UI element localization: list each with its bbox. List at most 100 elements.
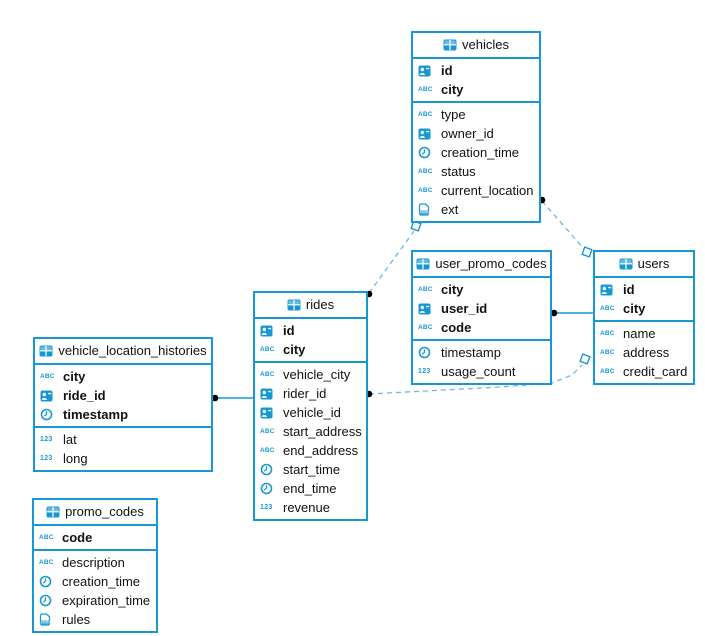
column-row[interactable]: ABC vehicle_city <box>260 367 351 382</box>
person-icon <box>260 407 279 419</box>
abc-icon: ABC <box>40 373 55 380</box>
columns-section: ABC type owner_id creation_time ABC stat… <box>413 103 539 221</box>
table-title: vehicle_location_histories <box>58 343 207 358</box>
table-user_promo_codes[interactable]: user_promo_codes ABC city user_id ABC co… <box>411 250 552 385</box>
column-row[interactable]: ABC city <box>418 282 464 297</box>
column-row[interactable]: ABC description <box>39 555 125 570</box>
column-row[interactable]: ABC type <box>418 107 466 122</box>
column-row[interactable]: owner_id <box>413 124 539 143</box>
column-row[interactable]: id <box>595 280 693 299</box>
clock-icon <box>418 346 437 359</box>
column-row[interactable]: vehicle_id <box>255 403 366 422</box>
column-row[interactable]: ABC city <box>418 82 464 97</box>
column-row[interactable]: creation_time <box>413 143 539 162</box>
column-row[interactable]: start_time <box>255 460 366 479</box>
relation-rides-vehicles[interactable] <box>368 230 415 294</box>
table-header[interactable]: users <box>595 252 693 278</box>
clock-icon <box>260 463 279 476</box>
relation-square-marker <box>579 353 591 365</box>
table-title: vehicles <box>462 37 509 52</box>
columns-section: ABC name ABC address ABC credit_card <box>595 322 693 383</box>
clock-icon <box>260 482 279 495</box>
abc-icon: ABC <box>260 428 275 435</box>
person-icon <box>600 284 619 296</box>
key-columns-section: id ABC city <box>595 278 693 322</box>
table-vehicle_location_histories[interactable]: vehicle_location_histories ABC city ride… <box>33 337 213 472</box>
column-row[interactable]: 123 usage_count <box>418 364 516 379</box>
columns-section: 123 lat 123 long <box>35 428 211 470</box>
table-header[interactable]: promo_codes <box>34 500 156 526</box>
abc-icon: ABC <box>418 111 433 118</box>
table-header[interactable]: vehicles <box>413 33 539 59</box>
column-row[interactable]: ride_id <box>35 386 211 405</box>
relation-square-marker <box>581 246 593 258</box>
abc-icon: ABC <box>418 86 433 93</box>
table-header[interactable]: rides <box>255 293 366 319</box>
table-title: promo_codes <box>65 504 144 519</box>
column-row[interactable]: ABC name <box>600 326 656 341</box>
abc-icon: ABC <box>418 286 433 293</box>
column-row[interactable]: JSON ext <box>418 202 459 217</box>
number-icon: 123 <box>40 436 53 443</box>
table-icon <box>619 258 634 270</box>
columns-section: ABC vehicle_city rider_id vehicle_id ABC… <box>255 363 366 519</box>
key-columns-section: ABC code <box>34 526 156 551</box>
clock-icon <box>418 146 437 159</box>
column-row[interactable]: id <box>413 61 539 80</box>
svg-text:JSON: JSON <box>40 621 50 625</box>
columns-section: timestamp 123 usage_count <box>413 341 550 383</box>
abc-icon: ABC <box>600 349 615 356</box>
clock-icon <box>40 408 59 421</box>
column-row[interactable]: ABC credit_card <box>600 364 688 379</box>
abc-icon: ABC <box>600 330 615 337</box>
relation-vehicles-users[interactable] <box>541 200 585 250</box>
column-row[interactable]: creation_time <box>34 572 156 591</box>
column-row[interactable]: end_time <box>255 479 366 498</box>
column-row[interactable]: ABC address <box>600 345 670 360</box>
abc-icon: ABC <box>39 559 54 566</box>
column-row[interactable]: 123 revenue <box>260 500 330 515</box>
column-row[interactable]: ABC city <box>40 369 86 384</box>
columns-section: ABC description creation_time expiration… <box>34 551 156 631</box>
column-row[interactable]: ABC end_address <box>260 443 359 458</box>
key-columns-section: ABC city user_id ABC code <box>413 278 550 341</box>
relation-rides-users[interactable] <box>368 364 583 395</box>
column-row[interactable]: ABC city <box>600 301 646 316</box>
table-icon <box>287 299 302 311</box>
table-icon <box>39 345 54 357</box>
number-icon: 123 <box>40 455 53 462</box>
column-row[interactable]: ABC city <box>260 342 306 357</box>
column-row[interactable]: ABC start_address <box>260 424 362 439</box>
table-rides[interactable]: rides id ABC city ABC vehicle_city rider… <box>253 291 368 521</box>
person-icon <box>418 303 437 315</box>
abc-icon: ABC <box>600 305 615 312</box>
key-columns-section: ABC city ride_id timestamp <box>35 365 211 428</box>
column-row[interactable]: JSON rules <box>39 612 91 627</box>
column-row[interactable]: 123 lat <box>40 432 77 447</box>
table-icon <box>443 39 458 51</box>
table-header[interactable]: vehicle_location_histories <box>35 339 211 365</box>
table-header[interactable]: user_promo_codes <box>413 252 550 278</box>
column-row[interactable]: timestamp <box>413 343 550 362</box>
table-title: rides <box>305 297 335 312</box>
column-row[interactable]: ABC status <box>418 164 476 179</box>
table-users[interactable]: users id ABC city ABC name ABC address A… <box>593 250 695 385</box>
column-row[interactable]: id <box>255 321 366 340</box>
column-row[interactable]: ABC code <box>39 530 93 545</box>
table-vehicles[interactable]: vehicles id ABC city ABC type owner_id c… <box>411 31 541 223</box>
relation-dot-marker <box>211 394 219 402</box>
table-promo_codes[interactable]: promo_codes ABC code ABC description cre… <box>32 498 158 633</box>
svg-text:JSON: JSON <box>419 211 429 215</box>
column-row[interactable]: 123 long <box>40 451 88 466</box>
abc-icon: ABC <box>418 324 433 331</box>
column-row[interactable]: ABC current_location <box>418 183 534 198</box>
column-row[interactable]: user_id <box>413 299 550 318</box>
column-row[interactable]: ABC code <box>418 320 472 335</box>
column-row[interactable]: rider_id <box>255 384 366 403</box>
person-icon <box>418 65 437 77</box>
column-row[interactable]: expiration_time <box>34 591 156 610</box>
table-title: users <box>637 256 670 271</box>
column-row[interactable]: timestamp <box>35 405 211 424</box>
abc-icon: ABC <box>260 346 275 353</box>
